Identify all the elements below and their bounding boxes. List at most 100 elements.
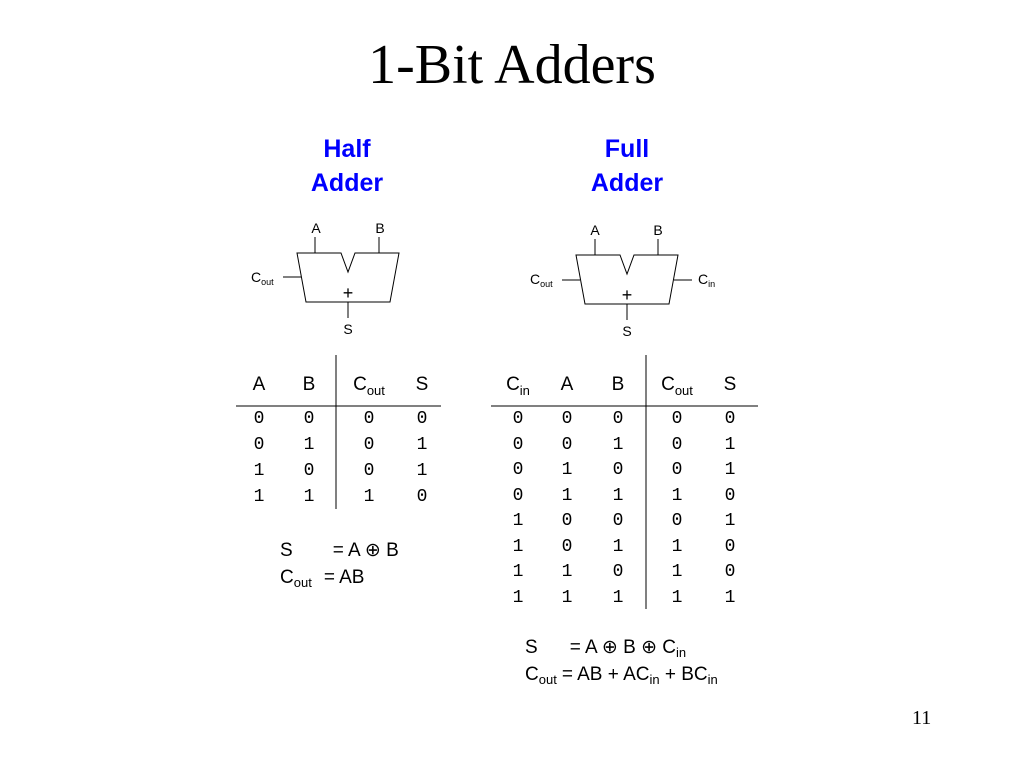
half-adder-carry-rhs: = AB [323, 567, 365, 588]
table-cell: 0 [612, 409, 624, 429]
table-cell: 1 [724, 587, 736, 608]
table-cell: 0 [671, 460, 683, 480]
full-adder-carry-lhs-sub: out [538, 672, 557, 687]
table-cell: 0 [253, 435, 265, 455]
full-adder-heading-line2: Adder [590, 169, 664, 197]
table-cell: 1 [724, 511, 736, 531]
full-adder-carry-rhs-part1: = AB + AC [561, 664, 650, 685]
table-cell: 0 [253, 409, 265, 429]
half-adder-input-b: B [375, 220, 384, 236]
ha-header-col-0-main: A [252, 374, 266, 395]
table-cell: 1 [303, 435, 315, 455]
table-cell: 1 [612, 485, 624, 506]
table-cell: 0 [671, 511, 683, 531]
half-adder-heading: Half Adder [247, 132, 447, 200]
half-adder-carry-equation: Cout= AB [280, 565, 364, 596]
table-cell: 1 [363, 487, 375, 507]
table-cell: 1 [724, 460, 736, 480]
full-adder-carry-out-label: Cout [530, 271, 553, 289]
table-cell: 0 [561, 511, 573, 531]
table-cell: 1 [671, 562, 683, 582]
full-adder-carry-out-sub: out [540, 279, 553, 289]
fa-header-col-0-sub: in [519, 382, 530, 398]
full-adder-input-b: B [653, 222, 662, 238]
table-cell: 1 [253, 461, 265, 481]
ha-header-col-1-main: B [302, 374, 316, 395]
table-cell: 0 [612, 460, 624, 480]
table-cell: 0 [724, 562, 736, 582]
half-adder-heading-line1: Half [323, 135, 371, 163]
table-cell: 1 [561, 460, 573, 480]
half-adder-sum-rhs: = A ⊕ B [332, 540, 399, 561]
table-cell: 0 [416, 487, 428, 507]
truth-table-rules [236, 355, 758, 609]
table-cell: 0 [512, 434, 524, 455]
fa-header-col-4: S [710, 374, 750, 396]
ha-header-col-3-main: S [415, 374, 429, 395]
full-adder-carry-in-sub: in [708, 279, 715, 289]
table-cell: 0 [561, 434, 573, 455]
table-cell: 0 [363, 461, 375, 481]
table-cell: 0 [561, 409, 573, 429]
half-adder-carry-lhs-sub: out [293, 575, 312, 590]
fa-header-col-2-main: B [611, 374, 625, 395]
table-cell: 0 [724, 536, 736, 557]
full-adder-carry-equation: Cout= AB + ACin + BCin [525, 662, 718, 693]
table-cell: 1 [724, 434, 736, 455]
half-adder-sum-lhs: S [280, 540, 293, 561]
full-adder-carry-rhs-sub2: in [707, 672, 718, 687]
table-cell: 1 [416, 461, 428, 481]
table-cell: 1 [671, 485, 683, 506]
slide-title: 1-Bit Adders [368, 34, 656, 96]
ha-header-col-0: A [239, 374, 279, 396]
full-adder-carry-in-label: Cin [698, 271, 715, 289]
fa-header-col-4-main: S [723, 374, 737, 395]
half-adder-input-a: A [311, 220, 321, 236]
table-cell: 0 [612, 562, 624, 582]
table-cell: 1 [671, 587, 683, 608]
full-adder-plus-symbol: + [622, 285, 633, 305]
table-cell: 0 [724, 485, 736, 506]
fa-header-col-3-main: C [661, 374, 675, 395]
ha-header-col-3: S [402, 374, 442, 396]
table-cell: 1 [561, 485, 573, 506]
table-cell: 0 [512, 485, 524, 506]
fa-header-col-1-main: A [560, 374, 574, 395]
fa-header-col-0: Cin [498, 374, 538, 398]
full-adder-output-s: S [622, 323, 631, 339]
half-adder-sum-equation: S = A ⊕ B [280, 538, 399, 564]
full-adder-carry-rhs-part2: + BC [659, 664, 708, 685]
table-cell: 0 [561, 536, 573, 557]
full-adder-carry-lhs-main: C [525, 664, 539, 685]
table-cell: 0 [303, 461, 315, 481]
table-cell: 1 [561, 562, 573, 582]
table-cell: 1 [612, 587, 624, 608]
table-cell: 1 [416, 435, 428, 455]
table-cell: 1 [512, 536, 524, 557]
table-cell: 1 [512, 511, 524, 531]
table-cell: 1 [512, 562, 524, 582]
full-adder-input-a: A [590, 222, 600, 238]
full-adder-carry-rhs-sub1: in [649, 672, 660, 687]
table-cell: 0 [512, 460, 524, 480]
half-adder-plus-symbol: + [343, 283, 354, 303]
table-cell: 0 [512, 409, 524, 429]
table-cell: 1 [612, 434, 624, 455]
ha-header-col-1: B [289, 374, 329, 396]
half-adder-carry-out-label: Cout [251, 269, 274, 287]
half-adder-output-s: S [343, 321, 352, 337]
table-cell: 1 [612, 536, 624, 557]
full-adder-symbol [562, 239, 692, 320]
ha-header-col-2: Cout [349, 374, 389, 398]
table-cell: 0 [303, 409, 315, 429]
half-adder-carry-out-main: C [251, 269, 261, 285]
table-cell: 1 [512, 587, 524, 608]
fa-header-col-3: Cout [657, 374, 697, 398]
full-adder-sum-rhs-sub: in [676, 645, 687, 660]
fa-header-col-1: A [547, 374, 587, 396]
full-adder-carry-out-main: C [530, 271, 540, 287]
fa-header-col-3-sub: out [674, 382, 693, 398]
table-cell: 1 [253, 487, 265, 507]
table-cell: 0 [416, 409, 428, 429]
table-cell: 0 [671, 434, 683, 455]
